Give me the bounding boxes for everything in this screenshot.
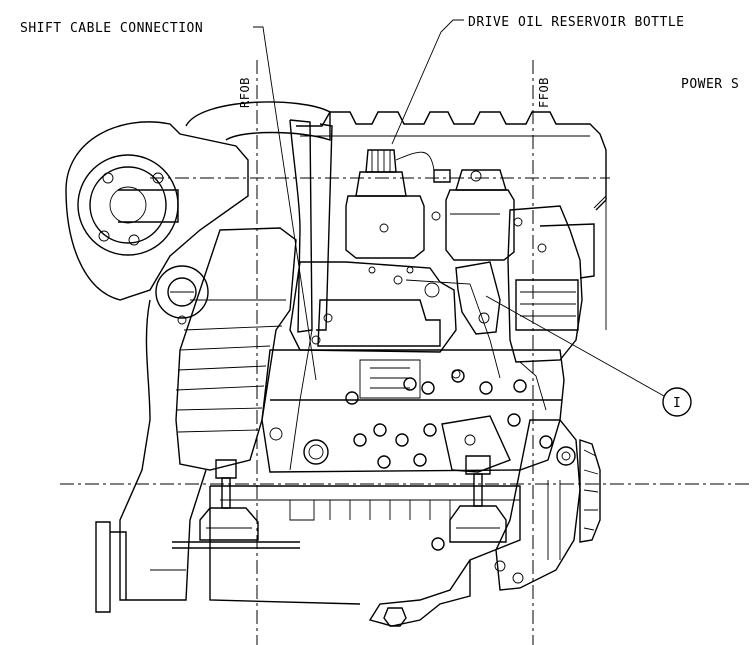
power-steering-reservoir xyxy=(433,169,515,261)
ffob-label: FFOB xyxy=(537,77,551,108)
oil-filler-cap xyxy=(155,265,209,325)
power-s-label: POWER S xyxy=(681,77,739,92)
engine-mount-rear xyxy=(199,459,259,541)
rfob-label: RFOB xyxy=(238,77,252,108)
turbo-housing xyxy=(65,121,249,301)
shift-cable-leader xyxy=(253,26,317,381)
callout-circle xyxy=(662,387,692,417)
drive-oil-label: DRIVE OIL RESERVOIR BOTTLE xyxy=(468,15,685,30)
callout-number: I xyxy=(673,396,681,411)
timing-cover xyxy=(495,419,581,591)
exhaust-pipe xyxy=(119,299,207,601)
rocker-cover xyxy=(296,111,607,211)
drive-oil-reservoir xyxy=(345,149,435,274)
shift-cable-label: SHIFT CABLE CONNECTION xyxy=(20,21,203,36)
callout-leader xyxy=(485,295,665,397)
engine-block xyxy=(289,261,457,353)
oil-pan xyxy=(210,485,521,627)
mounting-bracket xyxy=(455,261,501,335)
engine-mount-front xyxy=(431,455,507,551)
drive-oil-leader xyxy=(391,19,464,145)
intake-tube xyxy=(185,101,331,141)
crank-pulley xyxy=(579,439,601,543)
